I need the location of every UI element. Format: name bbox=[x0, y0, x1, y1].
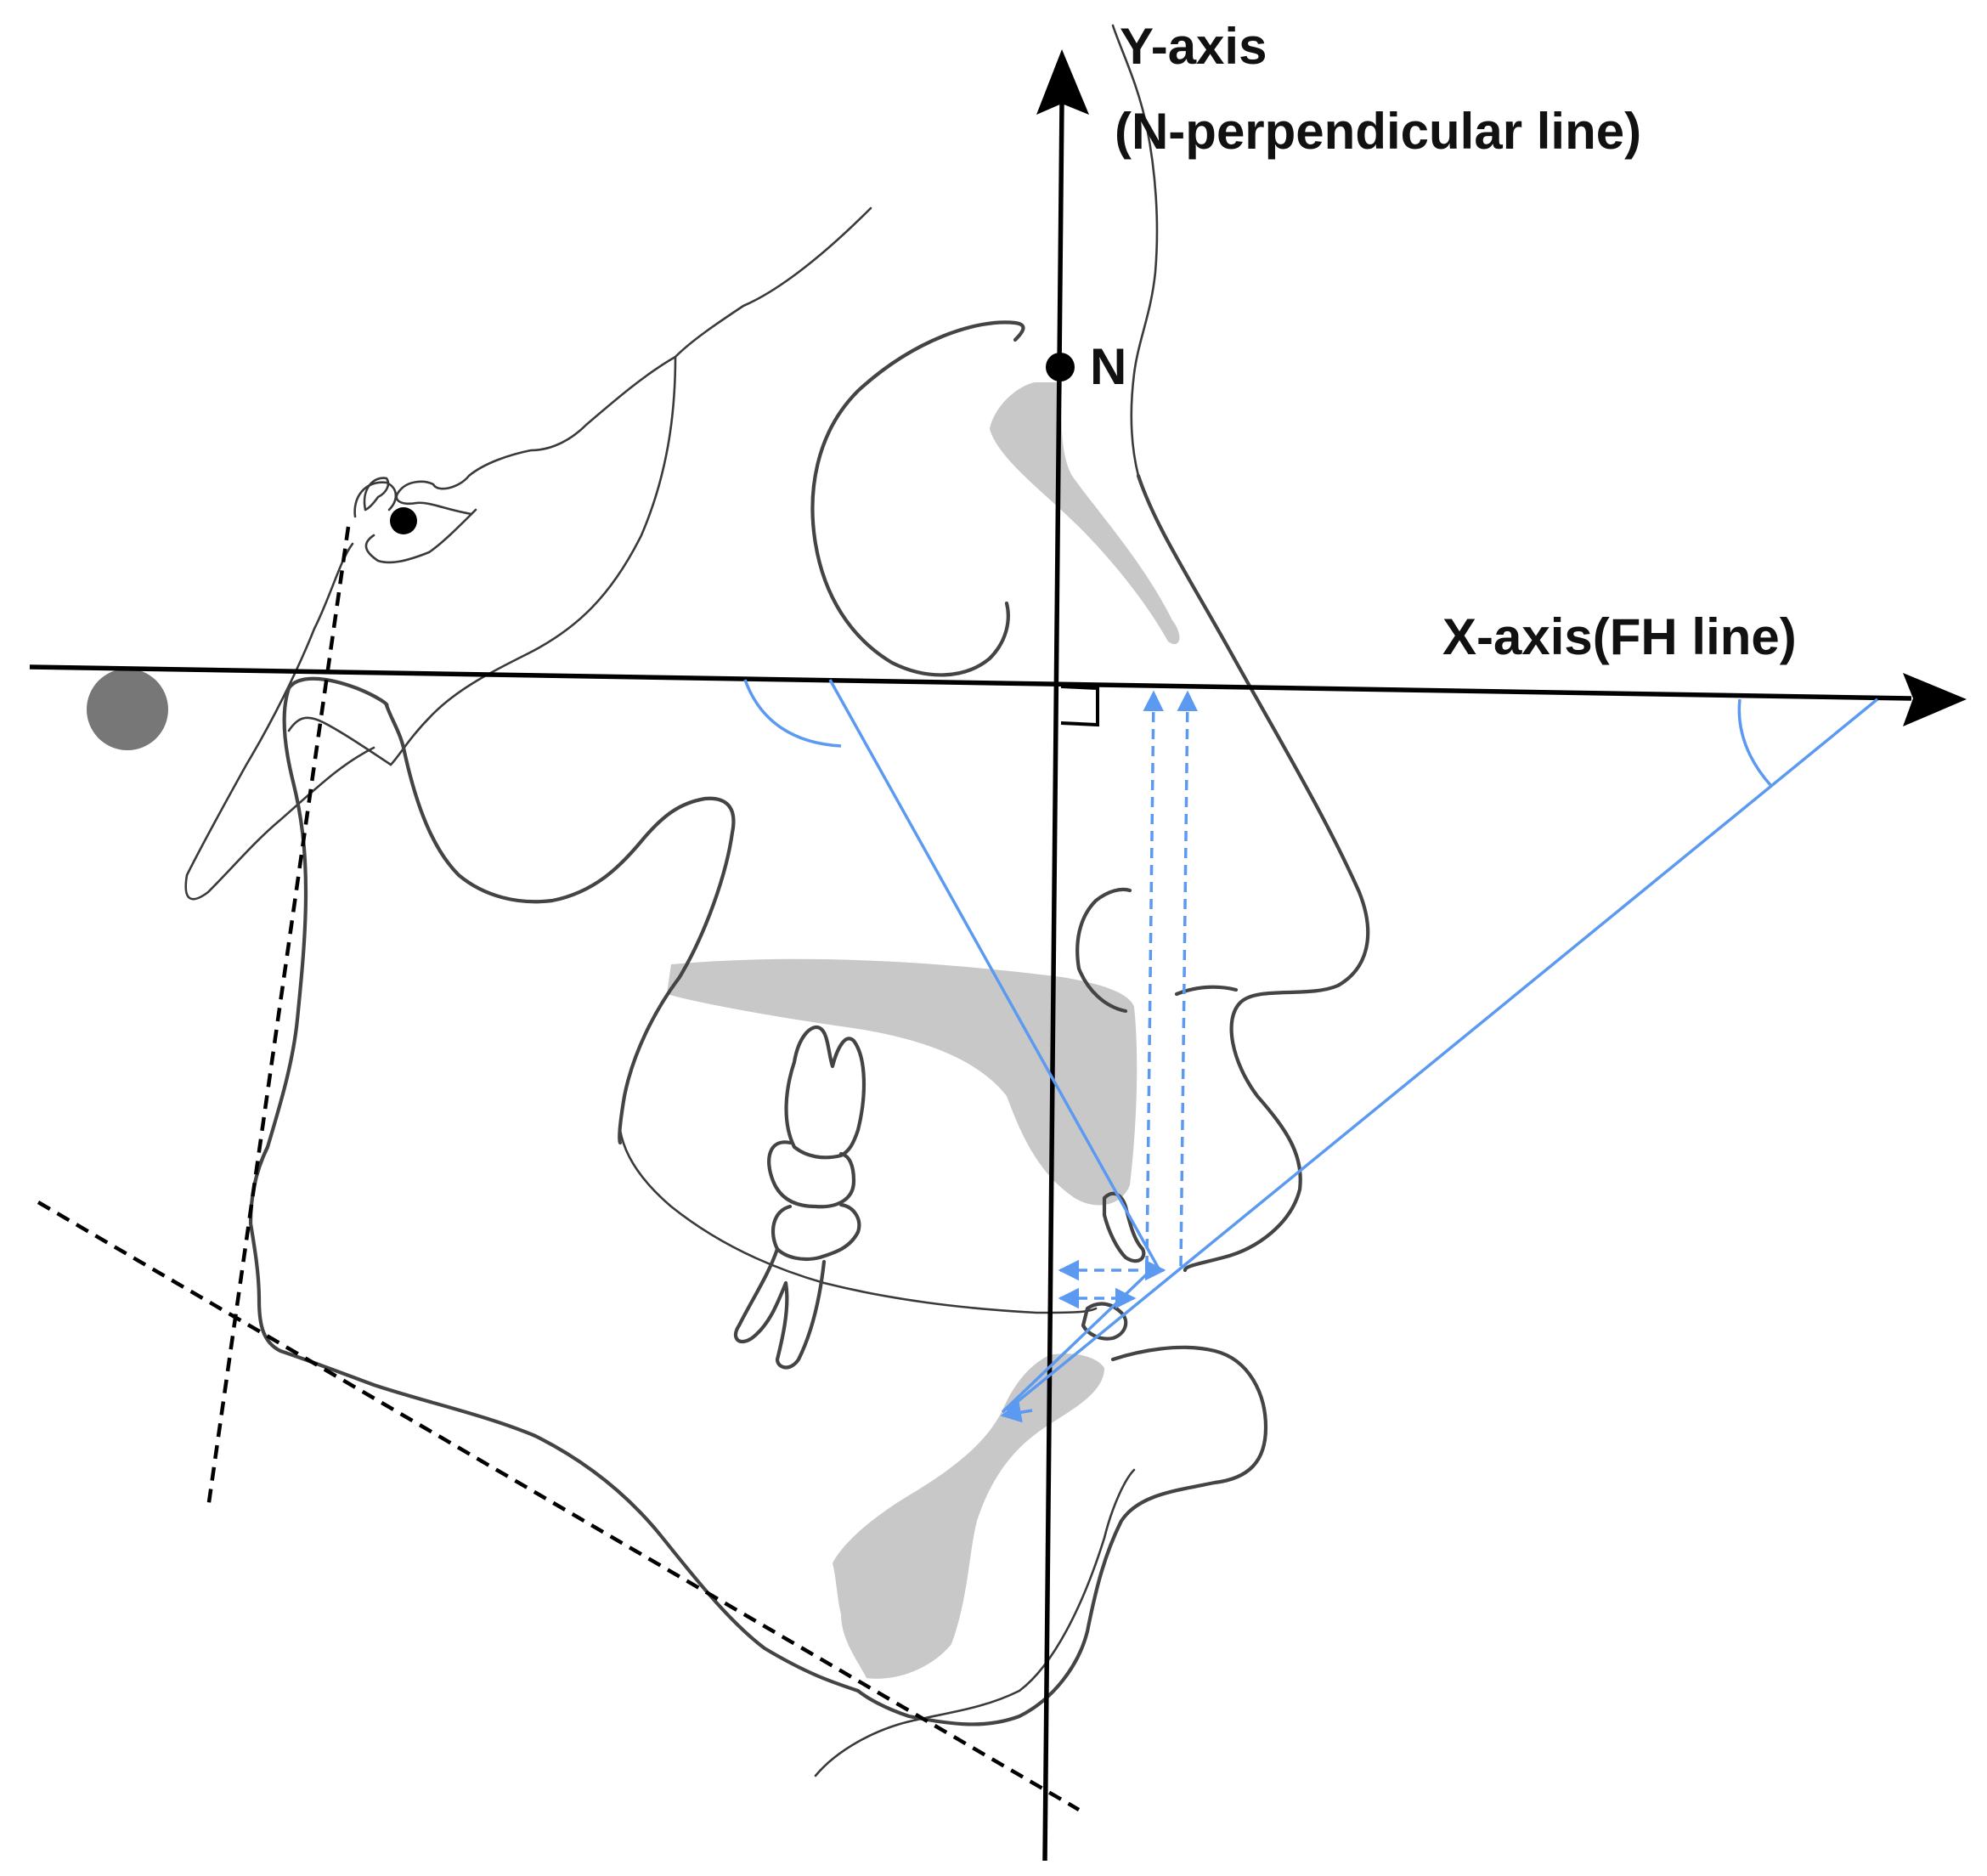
teeth bbox=[733, 1025, 1146, 1370]
cranial-outlines bbox=[184, 24, 1159, 1777]
y-axis-title: Y-axis bbox=[1120, 18, 1267, 75]
chin-soft-tissue-lower bbox=[814, 1468, 1136, 1777]
lower-incisor-icon bbox=[1081, 1302, 1128, 1341]
nasion-label: N bbox=[1090, 338, 1126, 395]
sphenoid-outline bbox=[364, 508, 477, 564]
cranial-base-outline bbox=[395, 206, 872, 516]
nasion-dot bbox=[1046, 353, 1075, 381]
x-axis-fh-line bbox=[29, 664, 1967, 726]
nasal-bone-shading bbox=[990, 382, 1180, 645]
mandible-ramus-outline bbox=[618, 1128, 1098, 1314]
incisor-angle-arc bbox=[743, 679, 842, 748]
porion-dot bbox=[390, 507, 417, 534]
ear-rod-icon bbox=[87, 669, 168, 750]
orbit-outline bbox=[810, 320, 1025, 677]
anterior-nasal-spine bbox=[1075, 887, 1132, 1014]
facial-outlines bbox=[248, 320, 1370, 1726]
vertical-distance-arrow-2 bbox=[1177, 690, 1198, 1267]
upper-molar-crown-icon bbox=[767, 1140, 856, 1209]
lower-incisor-tip-arrow bbox=[1000, 1402, 1033, 1423]
pterygoid-outline bbox=[287, 716, 392, 766]
y-axis-arrowhead bbox=[1036, 49, 1089, 115]
palatal-plane-shading bbox=[667, 958, 1137, 1206]
lower-molar-crown-icon bbox=[771, 1202, 861, 1262]
upper-molar-icon bbox=[784, 1025, 866, 1160]
nose-tip-detail bbox=[1174, 985, 1239, 997]
chin-soft-tissue bbox=[855, 1345, 1268, 1726]
ramus-plane-line bbox=[206, 526, 351, 1509]
mandibular-angle-arc bbox=[1737, 698, 1773, 788]
symphysis-shading bbox=[833, 1353, 1104, 1679]
lower-molar-root-icon bbox=[733, 1246, 827, 1370]
mandibular-border bbox=[248, 1144, 861, 1693]
upper-incisor-icon bbox=[1102, 1191, 1146, 1263]
x-axis-arrowhead bbox=[1903, 673, 1967, 726]
porion-ring bbox=[353, 481, 398, 518]
vertical-distance-arrow-1 bbox=[1143, 690, 1164, 1267]
pterygomaxillary-outline bbox=[384, 703, 736, 1145]
measurement-lines bbox=[743, 679, 1879, 1423]
mandibular-incisor-line bbox=[1005, 698, 1879, 1412]
nasal-soft-tissue-upper bbox=[1111, 24, 1159, 477]
bone-shading bbox=[667, 382, 1180, 1679]
right-angle-marker bbox=[1060, 685, 1099, 727]
soft-tissue-profile bbox=[1136, 473, 1370, 1273]
posterior-ramus bbox=[265, 676, 389, 1150]
mandibular-plane-line bbox=[37, 1201, 1081, 1811]
y-axis-n-perpendicular bbox=[1036, 49, 1089, 1862]
incisor-inclination-line bbox=[828, 679, 1161, 1271]
basion-outline bbox=[184, 542, 375, 901]
orbit-rim-outline bbox=[389, 355, 677, 766]
y-axis-subtitle: (N-perpendicular line) bbox=[1115, 103, 1641, 160]
x-axis-title: X-axis(FH line) bbox=[1442, 608, 1797, 665]
